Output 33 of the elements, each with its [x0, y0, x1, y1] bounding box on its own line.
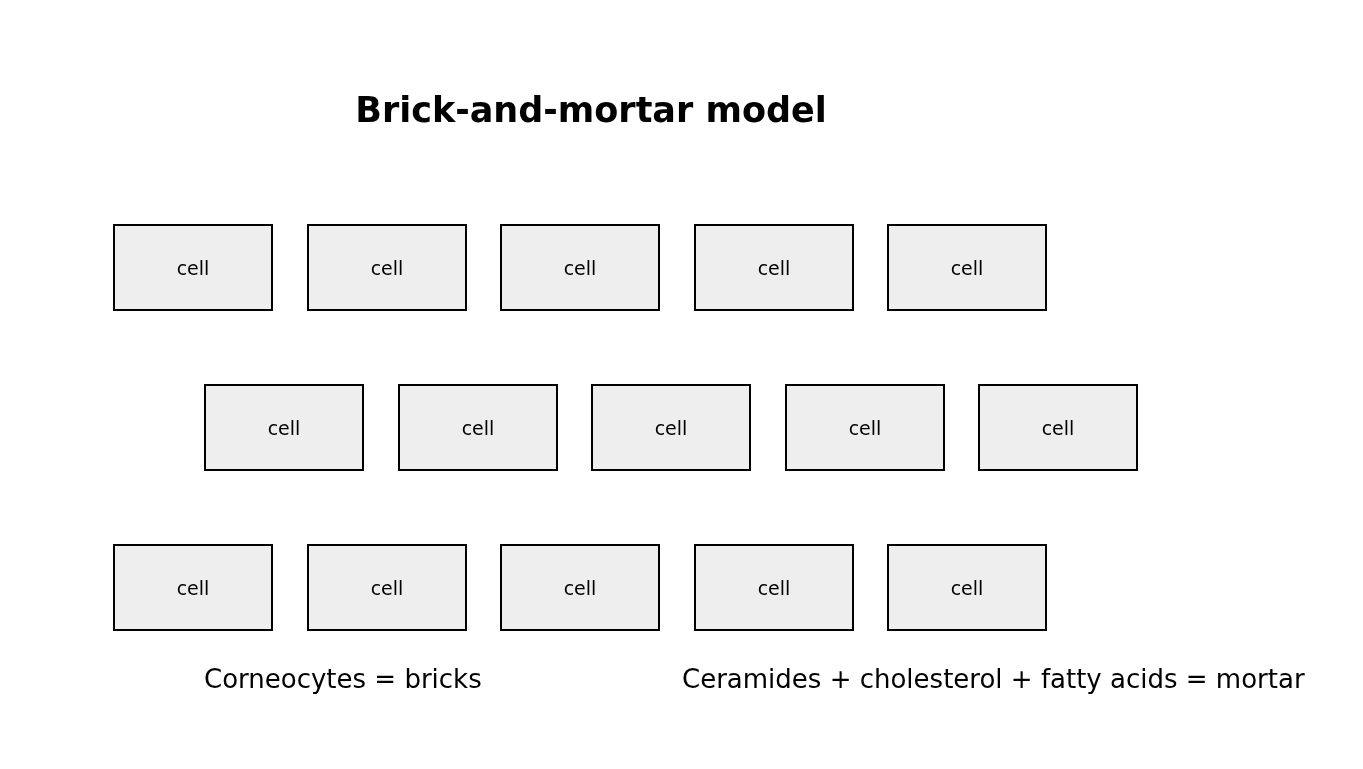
- cell-label: cell: [757, 256, 791, 279]
- cell-label: cell: [370, 576, 404, 599]
- cell-label: cell: [176, 576, 210, 599]
- cell-label: cell: [950, 256, 984, 279]
- cell-label: cell: [757, 576, 791, 599]
- cell-label: cell: [267, 416, 301, 439]
- cell-label: cell: [563, 256, 597, 279]
- cell-brick: [204, 384, 364, 471]
- cell-brick: [887, 544, 1047, 631]
- diagram-title: Brick-and-mortar model: [354, 90, 828, 130]
- cell-brick: [500, 544, 660, 631]
- cell-brick: [785, 384, 945, 471]
- cell-brick: [978, 384, 1138, 471]
- cell-label: cell: [654, 416, 688, 439]
- cell-label: cell: [176, 256, 210, 279]
- cell-label: cell: [461, 416, 495, 439]
- cell-brick: [591, 384, 751, 471]
- cell-label: cell: [370, 256, 404, 279]
- cell-brick: [113, 544, 273, 631]
- cell-label: cell: [848, 416, 882, 439]
- legend-note: Corneocytes = bricks: [204, 664, 482, 694]
- cell-brick: [500, 224, 660, 311]
- cell-brick: [307, 544, 467, 631]
- cell-brick: [694, 224, 854, 311]
- cell-label: cell: [950, 576, 984, 599]
- cell-label: cell: [563, 576, 597, 599]
- legend-note: Ceramides + cholesterol + fatty acids = mortar: [682, 664, 1305, 694]
- cell-label: cell: [1041, 416, 1075, 439]
- cell-brick: [694, 544, 854, 631]
- cell-brick: [887, 224, 1047, 311]
- cell-brick: [113, 224, 273, 311]
- cell-brick: [398, 384, 558, 471]
- cell-brick: [307, 224, 467, 311]
